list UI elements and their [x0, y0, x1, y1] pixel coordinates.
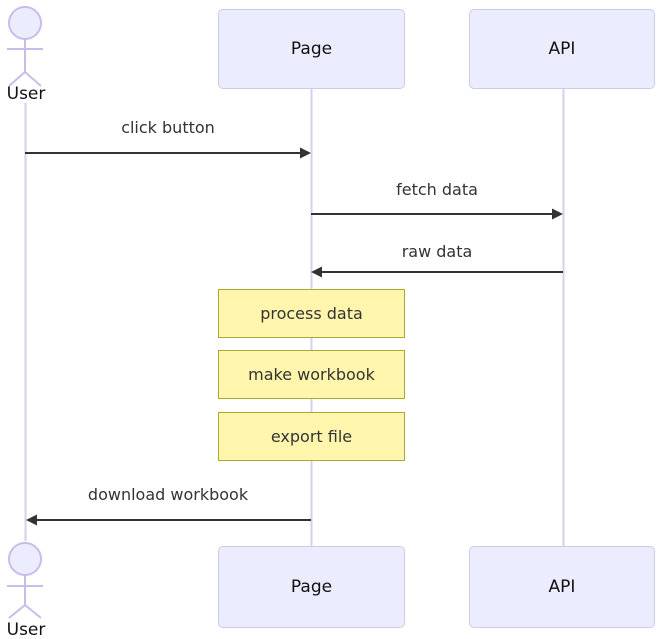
participant-api-top: API — [469, 9, 655, 89]
arrowhead-right-icon — [300, 147, 311, 159]
message-label-click-button: click button — [121, 118, 215, 137]
note-label: process data — [260, 304, 363, 323]
arrowhead-left-icon — [26, 514, 37, 526]
message-label-fetch-data: fetch data — [396, 180, 478, 199]
note-label: export file — [270, 427, 353, 446]
actor-label-user-bottom: User — [6, 620, 46, 639]
actor-figure-user-bottom — [7, 542, 43, 619]
actor-left-leg-icon — [8, 71, 26, 87]
actor-figure-user-top — [7, 6, 43, 87]
actor-head-icon — [8, 6, 42, 40]
participant-label: API — [548, 577, 576, 597]
arrowhead-right-icon — [552, 208, 563, 220]
note-label: make workbook — [248, 365, 375, 384]
note-process-data: process data — [218, 289, 405, 338]
participant-page-bottom: Page — [218, 546, 405, 628]
actor-right-leg-icon — [24, 71, 42, 87]
participant-api-bottom: API — [469, 546, 655, 628]
actor-right-leg-icon — [24, 604, 42, 619]
actor-head-icon — [8, 542, 42, 576]
actor-label-user-top: User — [6, 84, 46, 104]
message-label-download-workbook: download workbook — [87, 485, 249, 504]
actor-left-leg-icon — [8, 604, 26, 619]
arrowhead-left-icon — [311, 266, 322, 278]
participant-label: API — [548, 39, 576, 59]
participant-page-top: Page — [218, 9, 405, 89]
participant-label: Page — [290, 39, 333, 59]
note-export-file: export file — [218, 412, 405, 461]
note-make-workbook: make workbook — [218, 350, 405, 399]
participant-label: Page — [290, 577, 333, 597]
message-label-raw-data: raw data — [401, 242, 473, 261]
